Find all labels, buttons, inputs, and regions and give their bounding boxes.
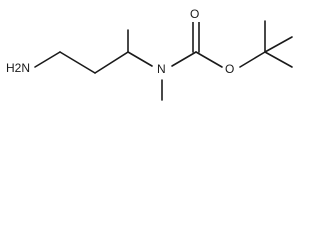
chemical-structure: H2N O O N: [6, 6, 293, 101]
carbonyl-oxygen-label: O: [190, 7, 199, 21]
amine-label: H2N: [6, 61, 30, 75]
bond-tbutyl-right-down: [264, 51, 293, 68]
atom-labels: H2N O O N: [6, 6, 239, 77]
bond-nitrogen-carbonyl: [171, 51, 197, 67]
ester-oxygen-label: O: [225, 62, 234, 76]
bond-carbonyl-ester-o: [195, 51, 223, 68]
bond-c3-nitrogen: [127, 51, 153, 67]
bond-ester-o-tbutyl: [239, 51, 266, 68]
bond-tbutyl-right-up: [264, 36, 293, 53]
bond-c2-c3: [94, 51, 129, 74]
bond-amine-c1: [34, 51, 61, 68]
bonds: [34, 20, 293, 101]
nitrogen-label: N: [157, 62, 166, 76]
bond-c1-c2: [59, 51, 96, 74]
